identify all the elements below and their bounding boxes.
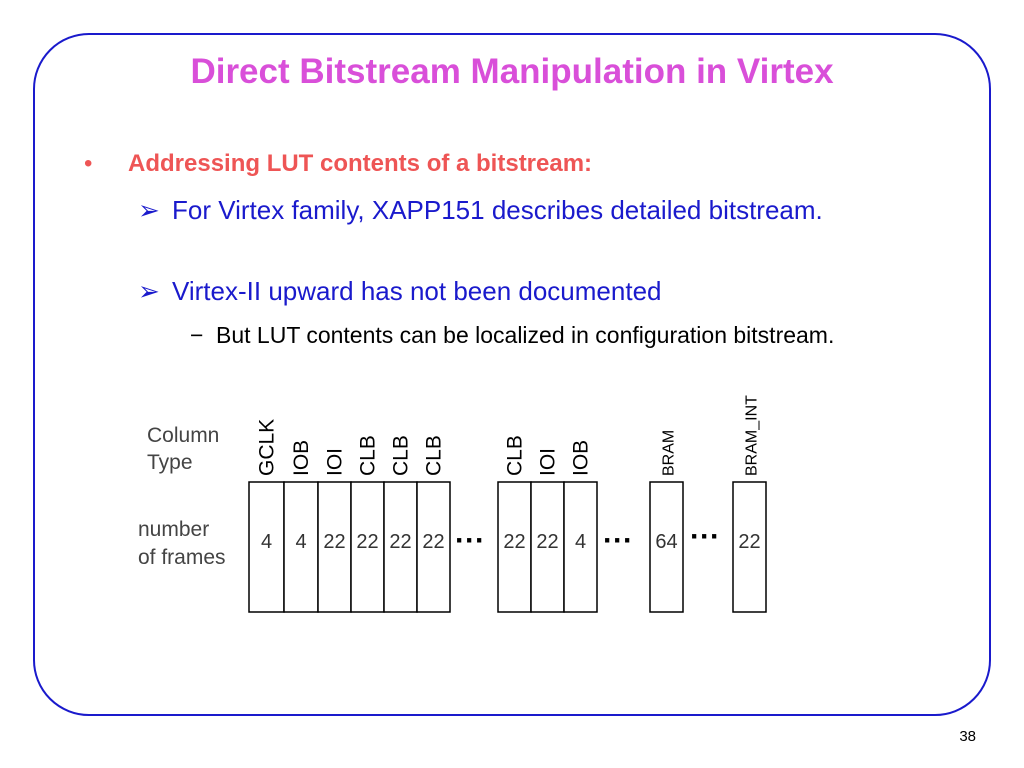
level3-clip: − But LUT contents can be localized in c… [0, 0, 1024, 376]
slide-title: Direct Bitstream Manipulation in Virtex [190, 52, 834, 91]
frame-count-label: 22 [356, 531, 378, 553]
row-label-type-line2: Type [147, 451, 193, 474]
frame-count-label: 4 [575, 531, 586, 553]
frame-count-label: 22 [422, 531, 444, 553]
row-label-frames-line1: number [138, 518, 209, 541]
page-number: 38 [959, 728, 976, 745]
arrow-bullet-icon: ➢ [138, 276, 160, 306]
column-box-clb [497, 481, 532, 613]
column-type-label: CLB [504, 435, 527, 476]
column-type-label: CLB [357, 435, 380, 476]
row-label-type-line1: Column [147, 424, 219, 447]
frame-count-label: 22 [503, 531, 525, 553]
column-box-clb [383, 481, 418, 613]
dash-bullet-icon: − [190, 322, 204, 348]
frame-count-label: 22 [738, 531, 760, 553]
column-type-label: GCLK [256, 419, 279, 476]
column-type-label: CLB [423, 435, 446, 476]
row-label-frames-line2: of frames [138, 546, 226, 569]
column-box-clb [416, 481, 451, 613]
column-box-ioi [530, 481, 565, 613]
ellipsis-1: ··· [455, 524, 485, 557]
frame-count-label: 4 [295, 531, 306, 553]
ellipsis-2: ··· [603, 524, 633, 557]
column-box-gclk [248, 481, 285, 613]
ellipsis-3: ··· [690, 520, 720, 553]
bullet-dot-icon: • [84, 150, 93, 177]
bullet-level2-text: Virtex-II upward has not been documented [172, 276, 662, 306]
slide-frame [33, 33, 991, 716]
column-type-label: IOI [324, 448, 347, 476]
column-type-label: IOI [537, 448, 560, 476]
column-box-ioi [317, 481, 352, 613]
frame-count-label: 4 [261, 531, 272, 553]
arrow-bullet-icon: ➢ [138, 195, 160, 225]
column-box-bram_int [732, 481, 767, 613]
column-box-bram [649, 481, 684, 613]
frame-count-label: 22 [323, 531, 345, 553]
column-type-label: IOB [290, 440, 313, 476]
frame-count-label: 22 [389, 531, 411, 553]
column-type-label: IOB [570, 440, 593, 476]
bullet-level1-text: Addressing LUT contents of a bitstream: [128, 150, 593, 177]
bullet-level3-text: But LUT contents can be localized in con… [216, 322, 835, 348]
frame-count-label: 64 [655, 531, 677, 553]
column-type-label: CLB [390, 435, 413, 476]
bullet-level2-text: For Virtex family, XAPP151 describes det… [172, 195, 823, 225]
column-box-iob [563, 481, 598, 613]
column-box-clb [350, 481, 385, 613]
column-box-iob [283, 481, 319, 613]
column-type-label: BRAM [661, 430, 678, 476]
frame-count-label: 22 [536, 531, 558, 553]
column-type-label: BRAM_INT [744, 395, 761, 476]
